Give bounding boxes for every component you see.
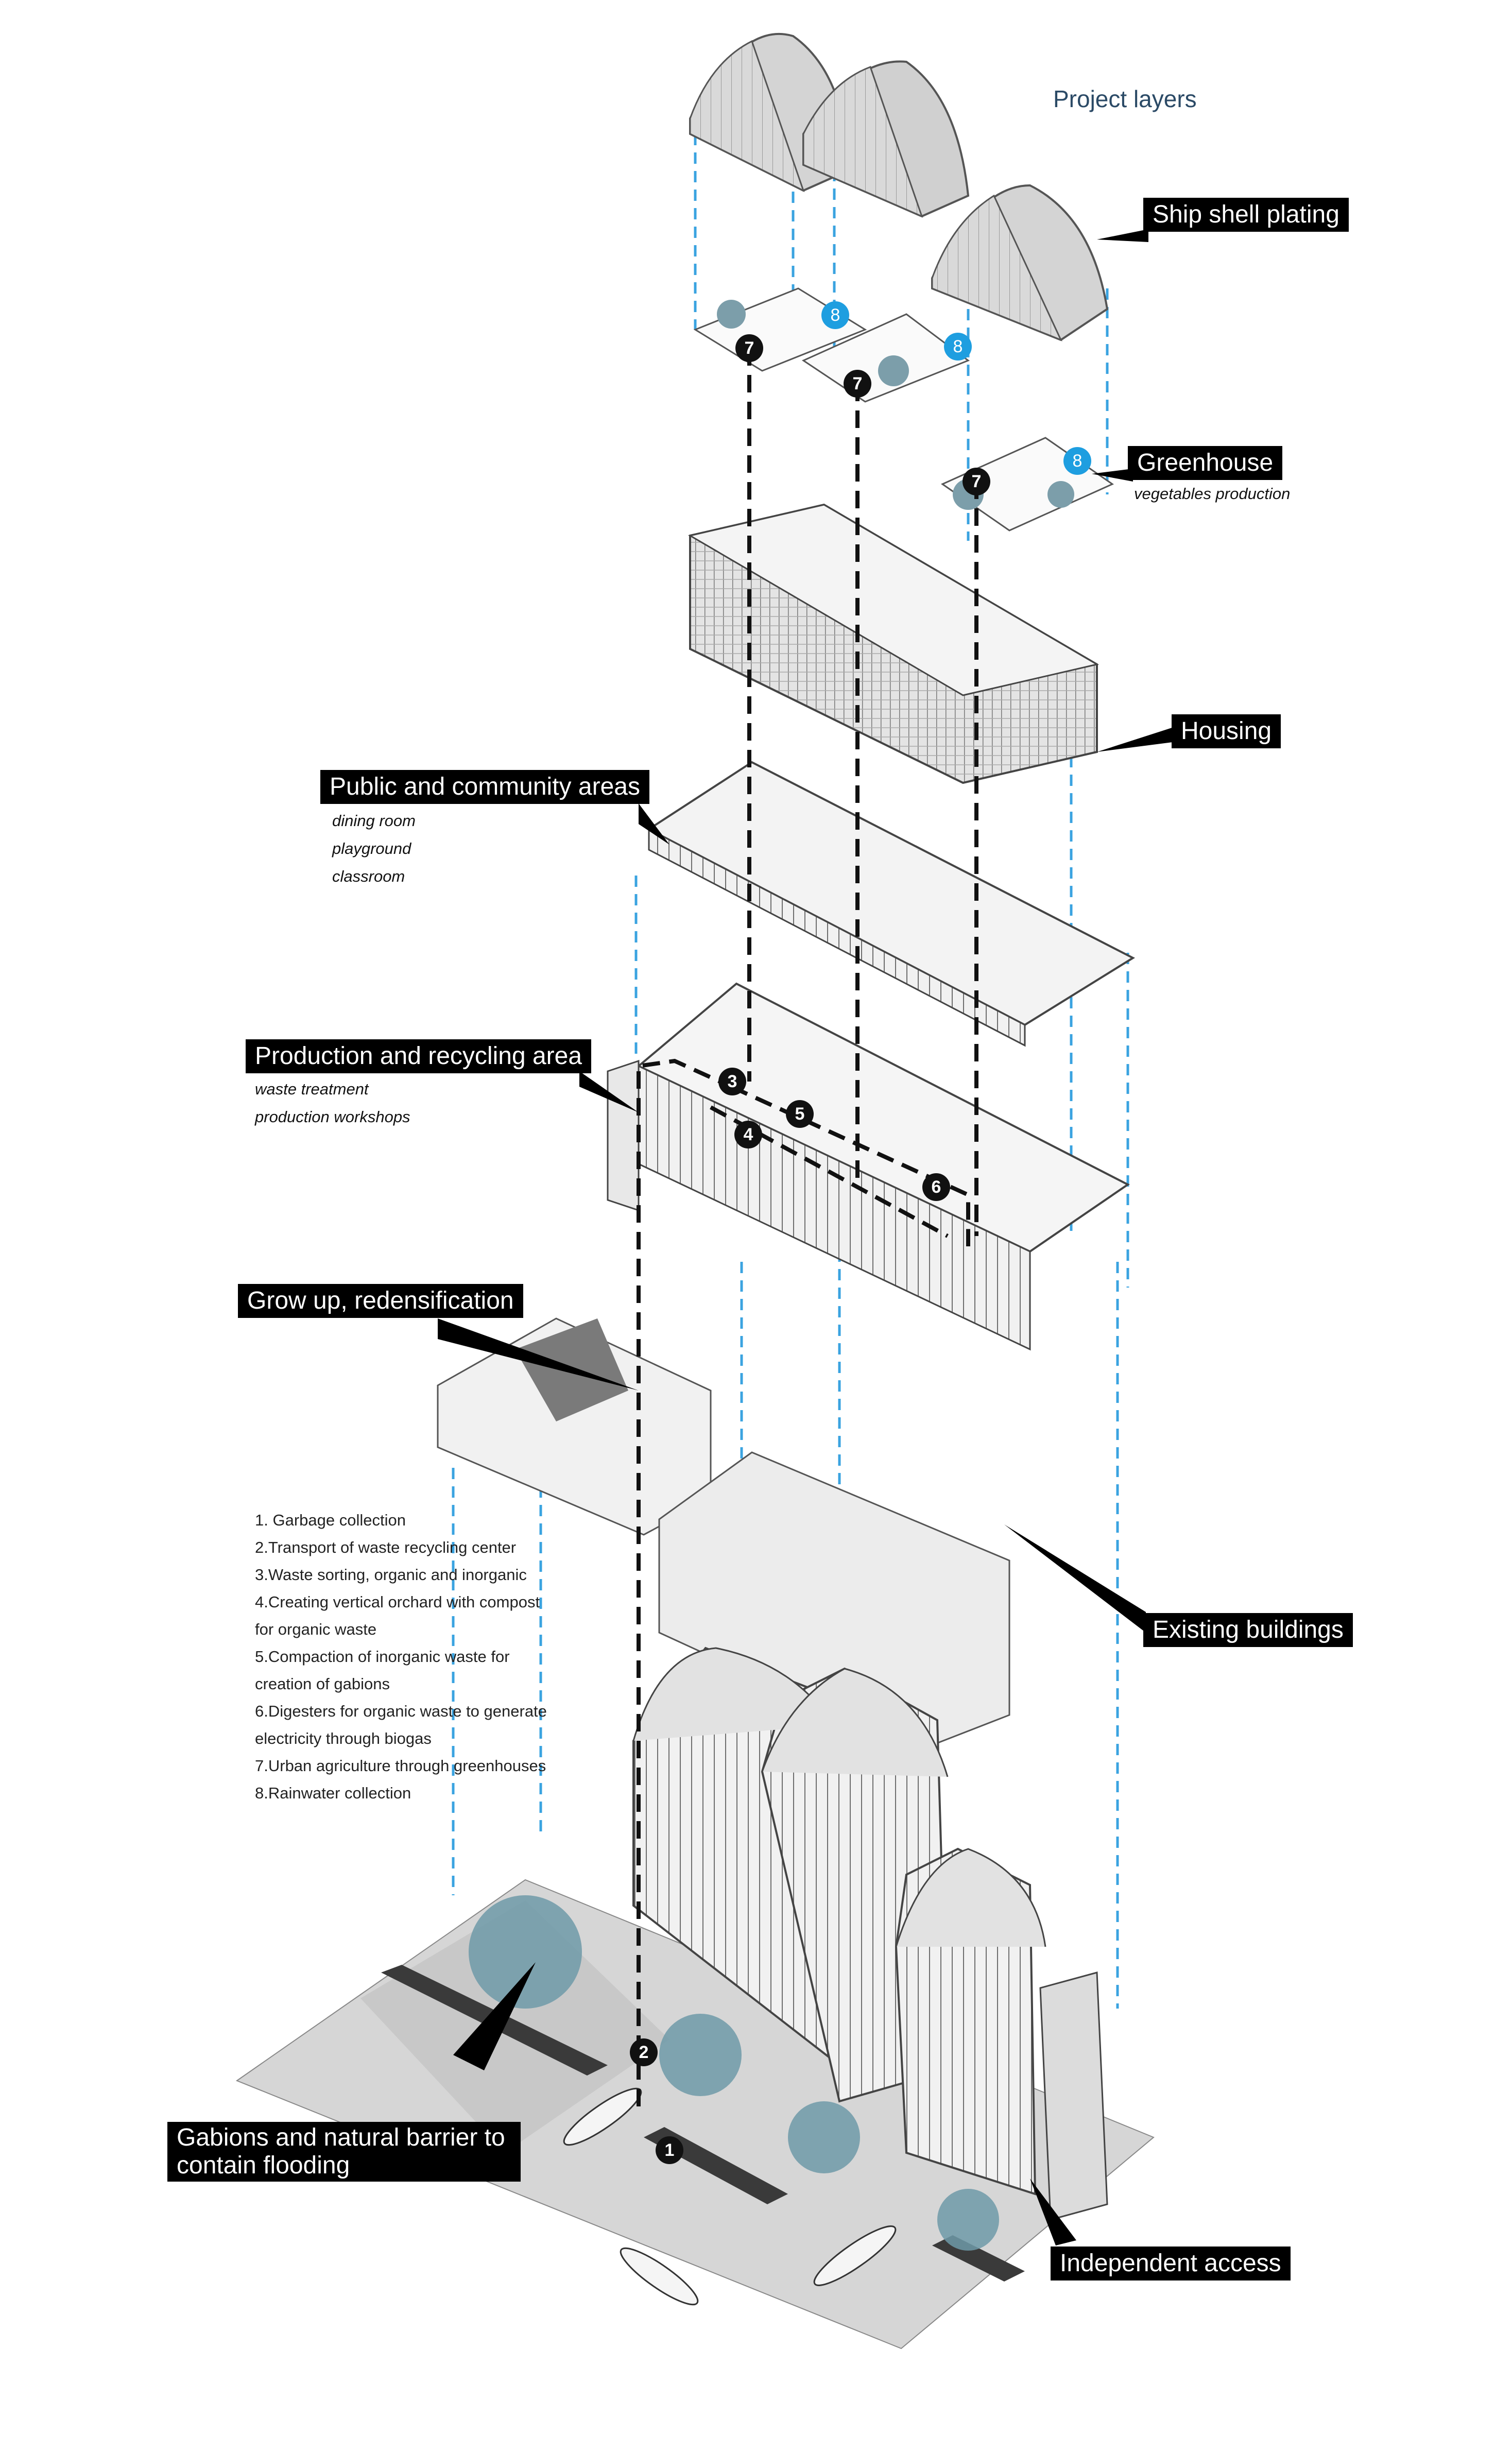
label-leaders [438,229,1177,2245]
legend-item: 1. Garbage collection [255,1511,406,1529]
legend-item: 2.Transport of waste recycling center [255,1538,517,1556]
marker-5: 5 [786,1100,814,1128]
public-community-slab [647,761,1136,1047]
label-production: Production and recycling area [246,1039,592,1073]
marker-8: 8 [821,301,849,329]
svg-text:8: 8 [831,305,840,325]
legend-item: 5.Compaction of inorganic waste for [255,1648,510,1666]
marker-8: 8 [944,333,972,361]
label-grow: Grow up, redensification [238,1284,523,1318]
marker-7: 7 [735,334,763,362]
marker-4: 4 [734,1121,762,1148]
legend-item: 8.Rainwater collection [255,1784,411,1802]
label-greenhouse: Greenhouse [1128,446,1283,480]
legend-item: creation of gabions [255,1675,390,1693]
legend-item: for organic waste [255,1620,377,1638]
process-legend: 1. Garbage collection 2.Transport of was… [255,1506,547,1807]
svg-text:7: 7 [745,338,754,358]
marker-8: 8 [1063,447,1091,475]
trees [469,1895,999,2251]
marker-7: 7 [844,370,871,398]
legend-item: 7.Urban agriculture through greenhouses [255,1757,546,1775]
svg-text:1: 1 [665,2140,675,2160]
label-ship-shell: Ship shell plating [1143,198,1349,232]
boats [563,2087,897,2306]
legend-item: electricity through biogas [255,1729,432,1747]
blue-markers: 8 8 8 [821,301,1091,475]
black-markers: 1 2 3 4 5 6 7 7 7 [630,334,990,2164]
label-greenhouse-sub: vegetables production [1134,485,1291,503]
legend-item: 3.Waste sorting, organic and inorganic [255,1566,527,1584]
svg-text:8: 8 [1073,451,1083,471]
diagram-title: Project layers [1053,85,1197,112]
production-recycling-block [607,982,1130,1351]
marker-3: 3 [718,1068,746,1095]
legend-item: 6.Digesters for organic waste to generat… [255,1702,547,1720]
main-building [632,1647,1108,2221]
marker-1: 1 [656,2136,683,2164]
label-public-sub: dining room playground classroom [332,812,416,885]
label-public: Public and community areas [320,770,649,804]
svg-text:5: 5 [795,1104,805,1124]
svg-text:6: 6 [932,1177,941,1197]
svg-text:8: 8 [953,337,963,356]
marker-7: 7 [963,468,990,495]
svg-text:7: 7 [853,374,863,393]
label-housing: Housing [1172,714,1281,748]
label-existing: Existing buildings [1143,1613,1353,1647]
legend-item: 4.Creating vertical orchard with compost [255,1593,540,1611]
svg-text:7: 7 [972,472,982,491]
marker-6: 6 [922,1173,950,1201]
svg-text:4: 4 [744,1125,753,1144]
label-gabions: Gabions and natural barrier to contain f… [167,2122,521,2182]
label-access: Independent access [1051,2247,1291,2280]
svg-text:2: 2 [639,2043,649,2062]
ship-shell-roofs [689,33,1109,341]
marker-2: 2 [630,2038,658,2066]
svg-text:3: 3 [728,1072,737,1091]
label-production-sub: waste treatment production workshops [255,1080,410,1126]
